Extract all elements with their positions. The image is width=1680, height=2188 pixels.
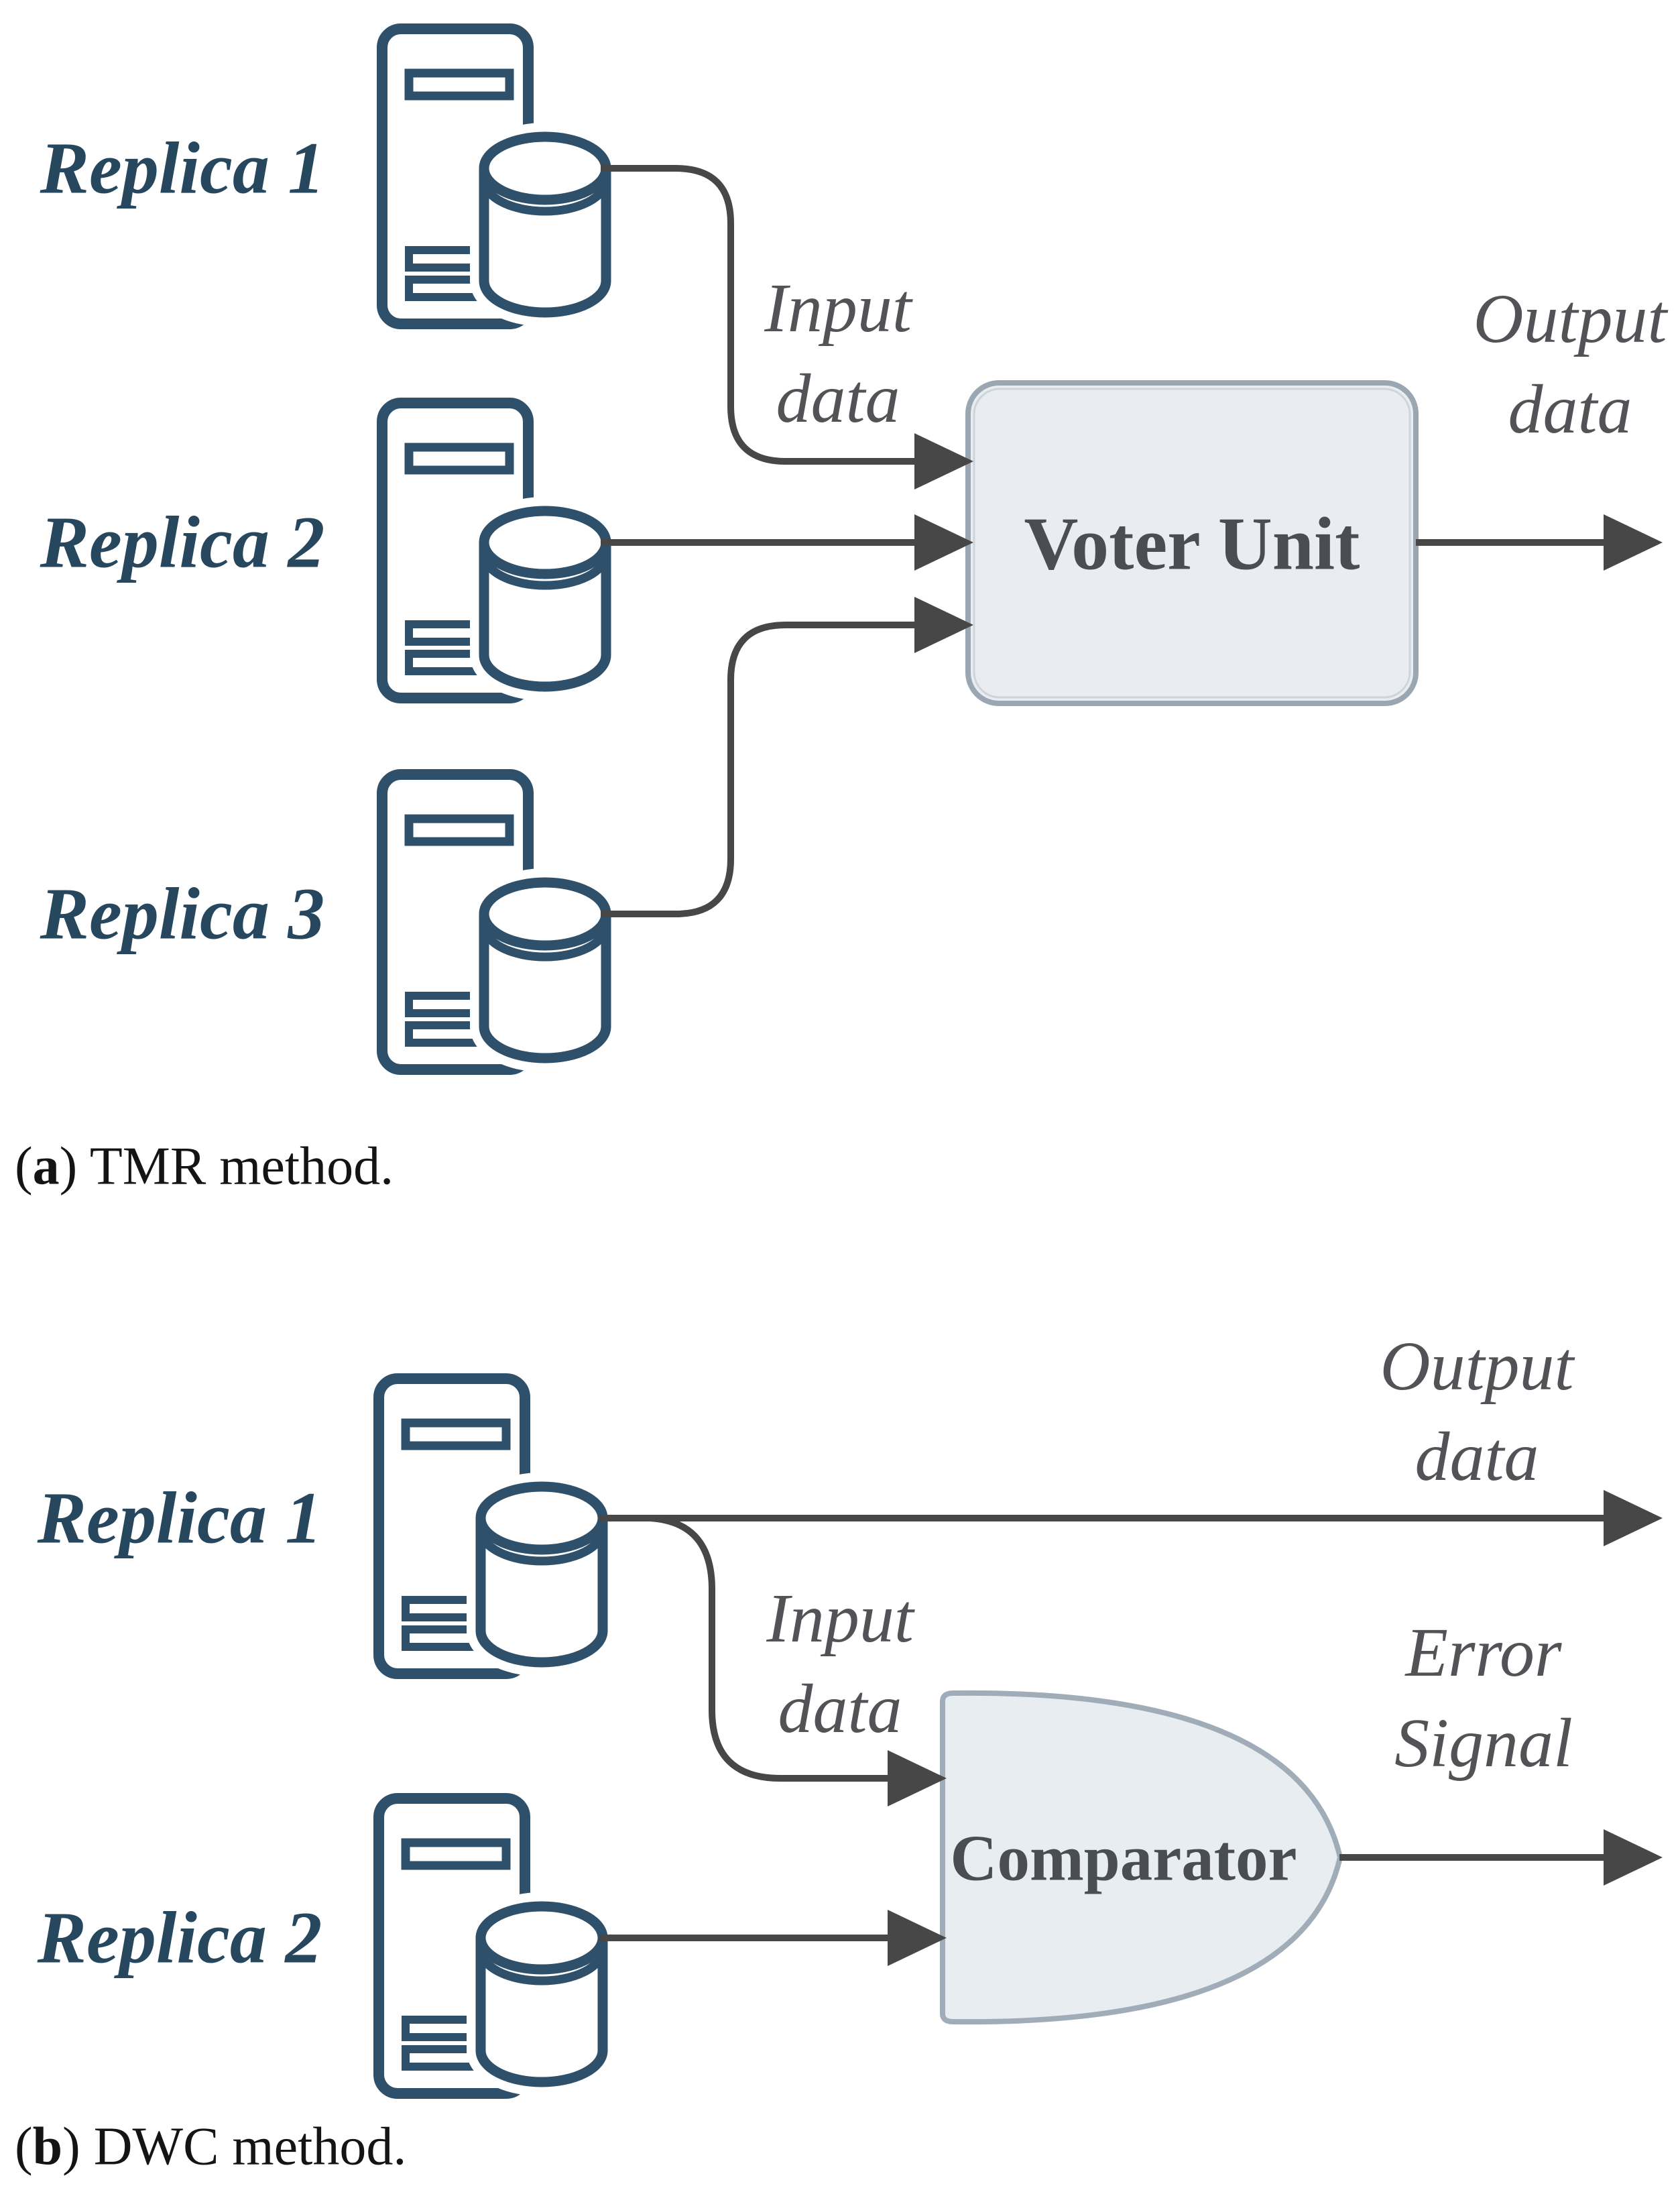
- server-database-icon: [379, 1798, 603, 2093]
- arrowhead-icon: [888, 1750, 947, 1806]
- arrowhead-icon: [1604, 514, 1663, 571]
- arrowhead-icon: [888, 1910, 947, 1966]
- caption-b: (b) DWC method.: [15, 2117, 407, 2177]
- arrowhead-icon: [1604, 1829, 1663, 1886]
- flow-lines: [601, 165, 1606, 917]
- replica-1-label: Replica 1: [37, 1477, 322, 1559]
- arrowhead-icon: [1604, 1490, 1663, 1546]
- voter-unit-label: Voter Unit: [1024, 502, 1360, 586]
- comparator-label: Comparator: [950, 1822, 1297, 1894]
- flow-lines: [599, 1515, 1606, 1941]
- arrowhead-icon: [914, 597, 973, 653]
- server-database-icon: [382, 774, 606, 1070]
- arrowhead-icon: [914, 433, 973, 490]
- arrowhead-icon: [914, 514, 973, 571]
- input-data-label: Input data: [766, 1579, 914, 1747]
- replica-2-label: Replica 2: [40, 501, 325, 583]
- dwc-diagram: [379, 1379, 1663, 2093]
- input-data-label: Input data: [764, 269, 912, 437]
- flow-line: [601, 622, 917, 917]
- server-database-icon: [382, 29, 606, 324]
- replica-3-label: Replica 3: [40, 872, 325, 955]
- output-data-label: Output data: [1473, 280, 1667, 448]
- flow-line: [601, 165, 917, 465]
- replica-1-label: Replica 1: [40, 127, 325, 209]
- server-database-icon: [379, 1379, 603, 1674]
- voter-unit-box-inner-edge: [973, 388, 1411, 699]
- caption-a: (a) TMR method.: [15, 1137, 394, 1196]
- arrowheads: [914, 433, 1663, 653]
- error-signal-label: Error Signal: [1394, 1613, 1573, 1782]
- replica-2-label: Replica 2: [37, 1896, 322, 1979]
- server-database-icon: [382, 403, 606, 698]
- flow-line: [650, 1515, 890, 1782]
- arrowheads: [888, 1490, 1663, 1966]
- tmr-diagram: [382, 29, 1663, 1070]
- output-data-label: Output data: [1380, 1327, 1574, 1495]
